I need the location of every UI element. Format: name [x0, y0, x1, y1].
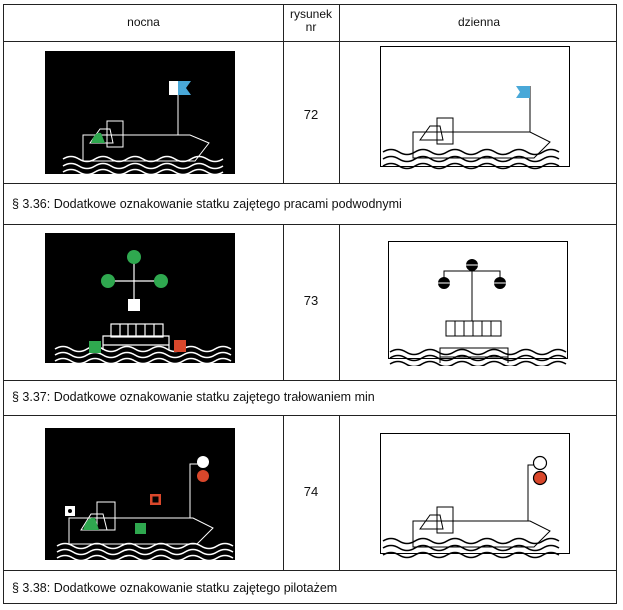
- light-white: [128, 299, 140, 311]
- black-ball: [466, 259, 478, 271]
- figure-72-day: [380, 46, 570, 171]
- black-ball: [438, 277, 450, 289]
- column-divider: [339, 224, 340, 380]
- column-divider: [283, 415, 284, 570]
- row-divider: [4, 415, 616, 416]
- column-divider: [283, 5, 284, 183]
- light-white-top: [532, 455, 548, 471]
- row-divider: [4, 183, 616, 184]
- figure-74-night: [45, 428, 235, 560]
- column-divider: [339, 5, 340, 183]
- header-figure-number: rysunek nr: [289, 7, 333, 34]
- row-divider: [4, 380, 616, 381]
- figure-72-night: [45, 51, 235, 174]
- column-divider: [339, 415, 340, 570]
- light-red-bottom: [197, 470, 209, 482]
- light-red-bottom: [532, 470, 548, 486]
- light-green: [154, 274, 168, 288]
- sidelight-green: [89, 341, 101, 353]
- figure-74-day: [380, 433, 570, 560]
- light-white-top: [197, 456, 209, 468]
- light-green: [127, 250, 141, 264]
- header-night: nocna: [127, 15, 160, 29]
- caption-3-37: § 3.37: Dodatkowe oznakowanie statku zaj…: [12, 390, 375, 404]
- flag-blue: [516, 86, 530, 98]
- light-green: [101, 274, 115, 288]
- figure-number-74: 74: [303, 484, 319, 499]
- figure-73-day: [388, 241, 573, 366]
- figure-73-night: [45, 233, 235, 363]
- caption-3-36: § 3.36: Dodatkowe oznakowanie statku zaj…: [12, 197, 402, 211]
- black-ball: [494, 277, 506, 289]
- figure-number-72: 72: [303, 107, 319, 122]
- header-divider: [4, 41, 616, 42]
- signals-table: nocna rysunek nr dzienna 72 73 74 § 3.36…: [3, 4, 617, 604]
- row-divider: [4, 570, 616, 571]
- figure-number-73: 73: [303, 293, 319, 308]
- caption-3-38: § 3.38: Dodatkowe oznakowanie statku zaj…: [12, 581, 338, 595]
- sidelight-green: [135, 523, 146, 534]
- header-day: dzienna: [457, 15, 501, 29]
- flag-blue: [178, 81, 191, 95]
- flag-white: [169, 81, 178, 95]
- column-divider: [283, 224, 284, 380]
- row-divider: [4, 224, 616, 225]
- sidelight-red: [174, 340, 186, 352]
